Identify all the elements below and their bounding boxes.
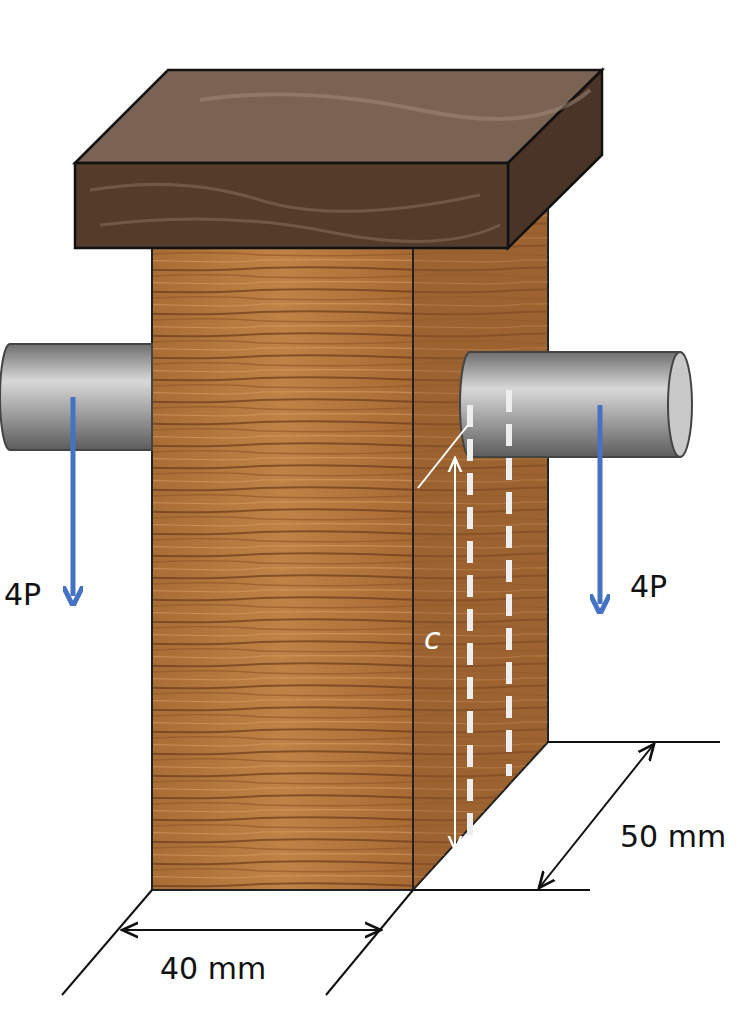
extension-line bbox=[62, 890, 152, 995]
block-outline bbox=[152, 248, 413, 890]
left-pin bbox=[0, 344, 152, 450]
dimension-line bbox=[122, 929, 381, 931]
cap-texture bbox=[200, 90, 590, 119]
cap-texture bbox=[90, 184, 500, 241]
leader-line bbox=[418, 425, 468, 488]
block-side-face bbox=[413, 205, 548, 890]
extension-line bbox=[326, 890, 413, 995]
block-front-face bbox=[152, 248, 413, 890]
dimension-line bbox=[539, 744, 654, 888]
load-label: 4P bbox=[630, 570, 667, 603]
force-arrow bbox=[598, 405, 603, 604]
block-side-grain bbox=[413, 205, 548, 890]
cap-side-face bbox=[508, 70, 602, 248]
right-pin bbox=[460, 352, 680, 457]
block-front-grain bbox=[152, 248, 413, 890]
dimension-label: 50 mm bbox=[620, 820, 726, 853]
load-label: 4P bbox=[4, 578, 41, 611]
shear-plane-line bbox=[506, 390, 512, 776]
extension-line bbox=[413, 889, 590, 891]
extension-line bbox=[548, 741, 720, 743]
force-arrow bbox=[71, 397, 76, 596]
shear-plane-line bbox=[467, 405, 473, 845]
dimension-label: c bbox=[424, 622, 441, 655]
dimension-label: 40 mm bbox=[160, 952, 266, 985]
right-pin-end bbox=[668, 352, 692, 457]
cap-front-face bbox=[75, 163, 508, 248]
dimension-line bbox=[454, 458, 456, 850]
